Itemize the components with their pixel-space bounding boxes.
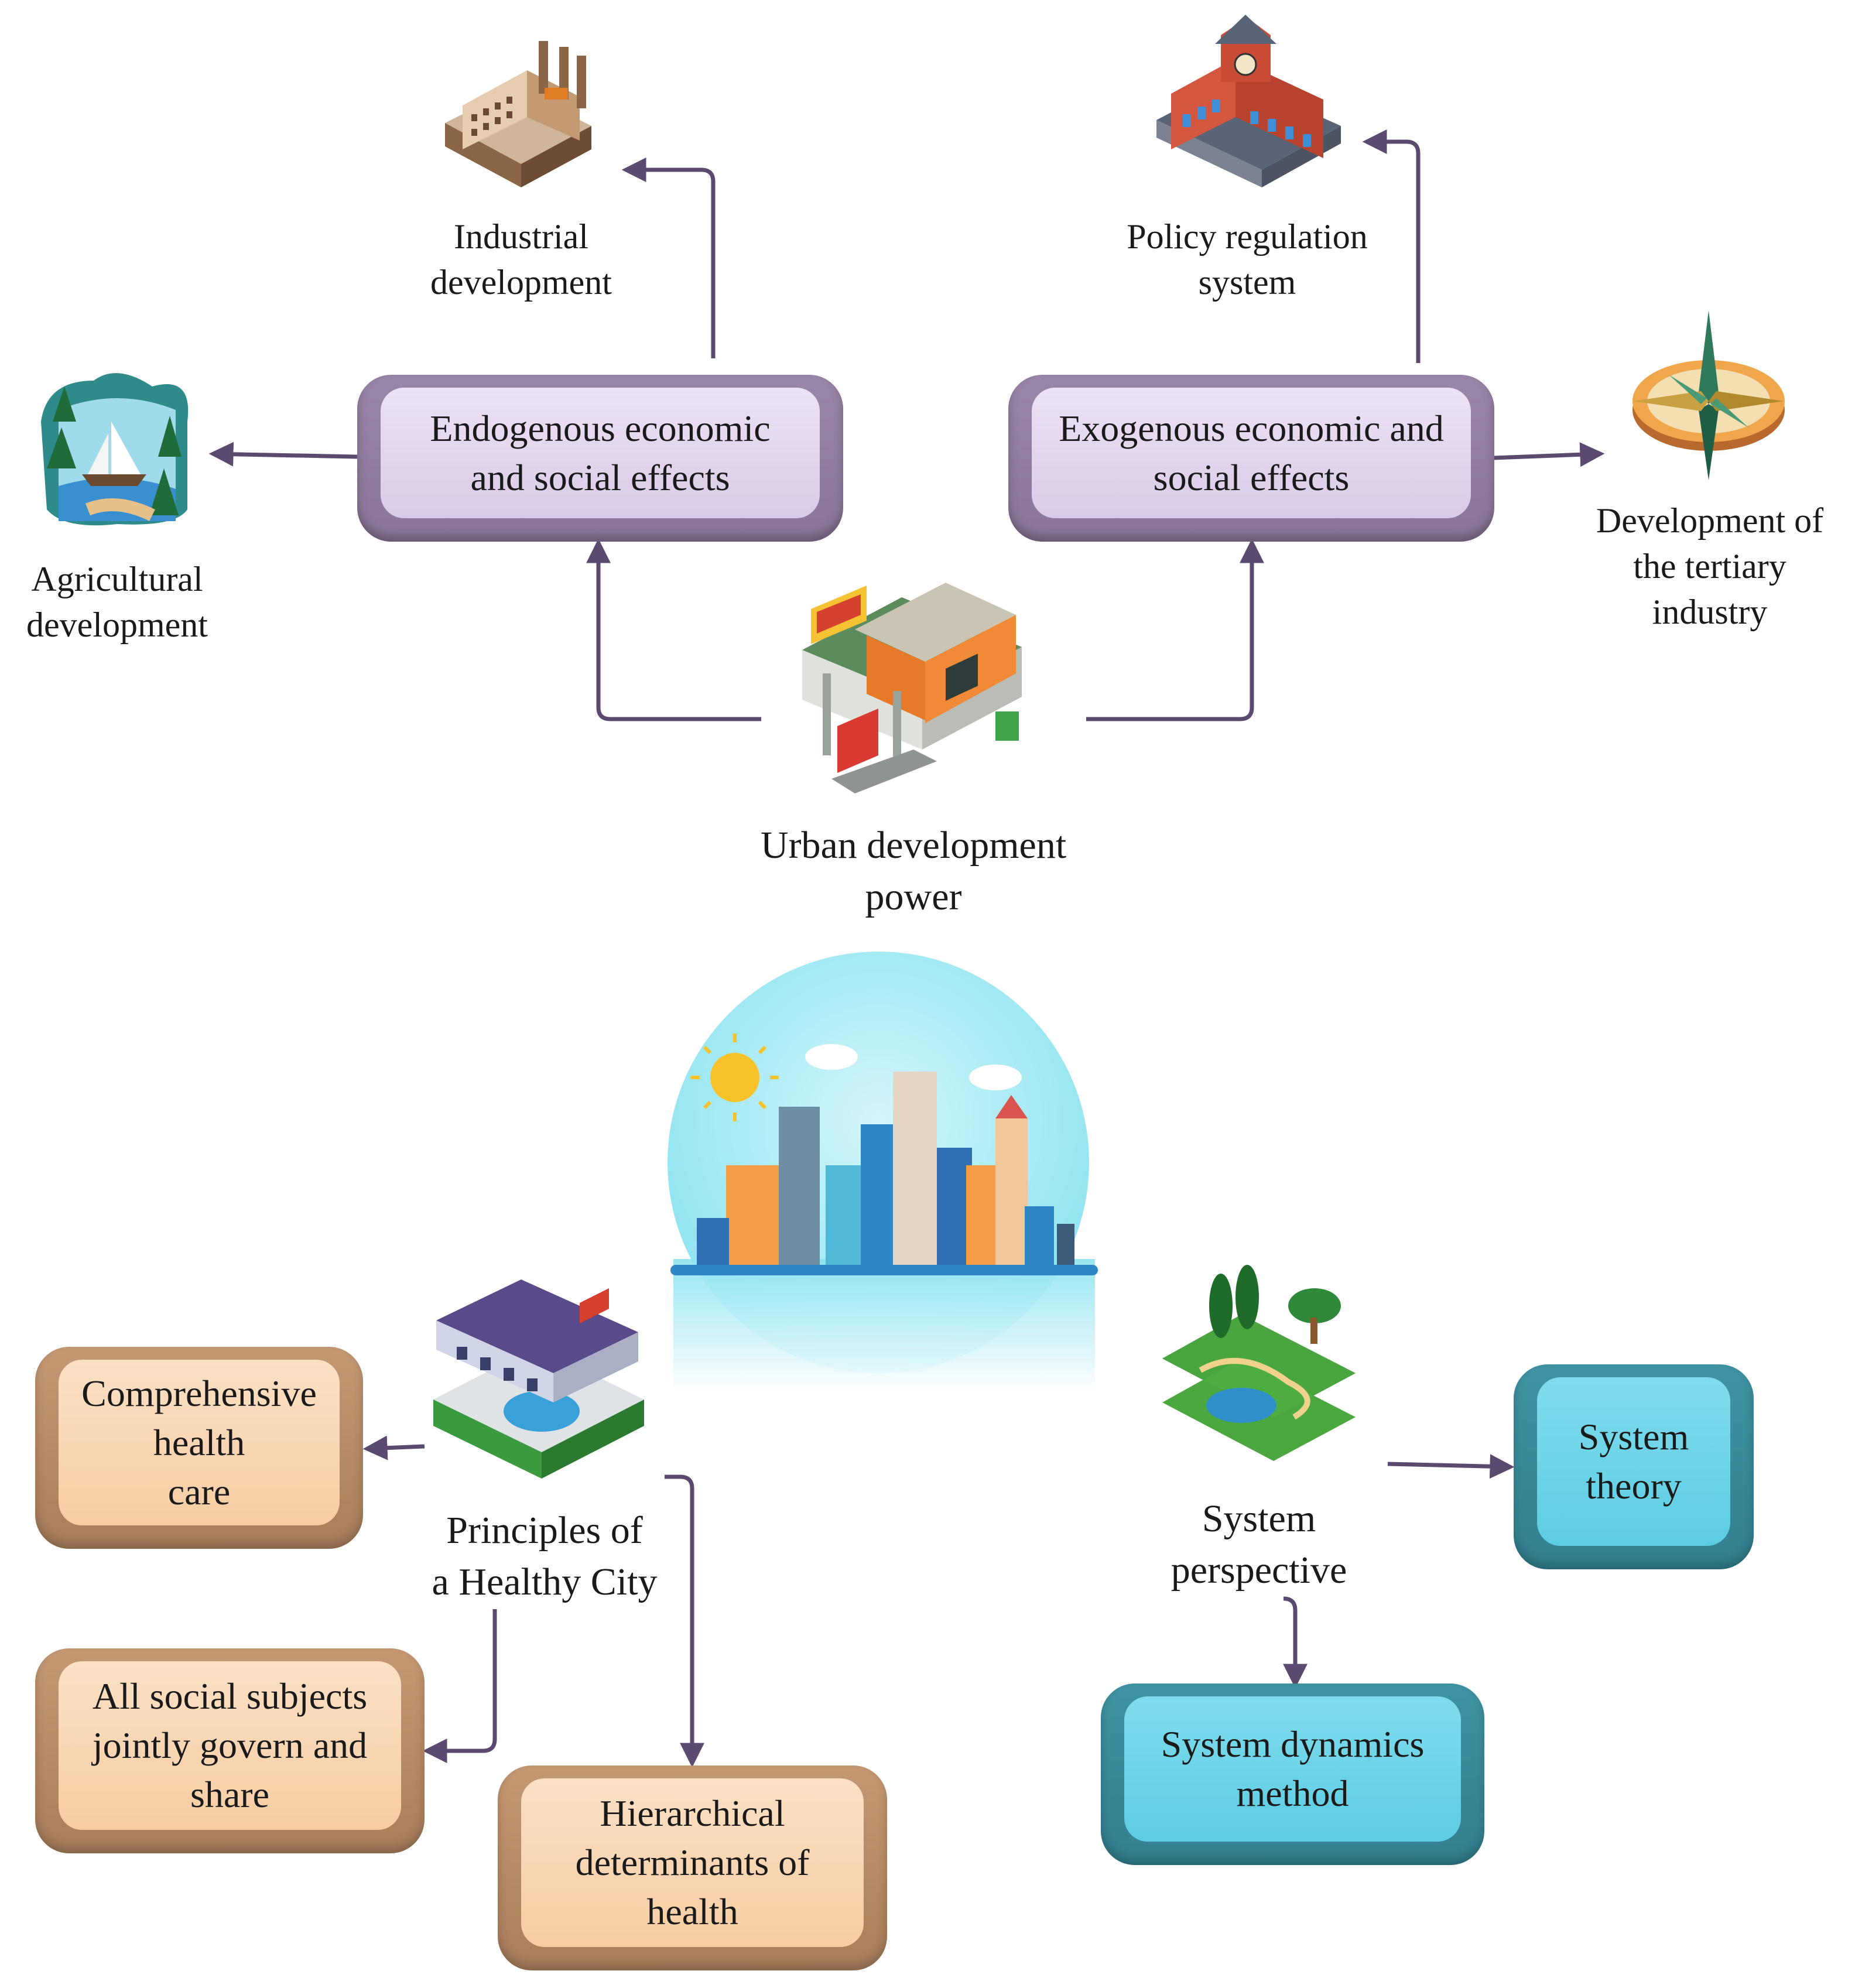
tertiary-industry-label: Development of the tertiary industry <box>1596 501 1824 631</box>
industrial-development-label: Industrial development <box>430 217 612 302</box>
exogenous-effects-box: Exogenous economic and social effects <box>1008 375 1494 542</box>
system-dynamics-text: System dynamics method <box>1124 1696 1461 1842</box>
exogenous-effects-text: Exogenous economic and social effects <box>1032 388 1471 518</box>
policy-regulation-label: Policy regulation system <box>1127 217 1368 302</box>
park-map-icon <box>1162 1265 1356 1461</box>
compass-icon <box>1632 310 1785 480</box>
city-skyline-icon <box>668 952 1098 1394</box>
arrow-healthy-to-comprehensive <box>362 1435 425 1460</box>
hierarchical-determinants-box: Hierarchical determinants of health <box>498 1765 887 1970</box>
arrow-endogenous-to-industrial <box>621 158 716 358</box>
factory-icon <box>445 41 591 187</box>
arrow-endogenous-to-agricultural <box>208 442 358 467</box>
arrow-exogenous-to-tertiary <box>1493 442 1605 467</box>
healthy-city-label: Principles of a Healthy City <box>432 1509 658 1603</box>
system-theory-box: System theory <box>1514 1364 1754 1569</box>
comprehensive-health-care-box: Comprehensive health care <box>35 1347 363 1549</box>
social-subjects-box: All social subjects jointly govern and s… <box>35 1648 425 1853</box>
arrow-perspective-to-theory <box>1387 1454 1515 1479</box>
system-perspective-label: System perspective <box>1171 1497 1347 1592</box>
connectors <box>208 129 1605 1768</box>
agricultural-development-label: Agricultural development <box>26 560 208 644</box>
arrow-perspective-to-dynamics <box>1283 1596 1308 1689</box>
arrow-exogenous-to-policy <box>1362 129 1421 363</box>
town-hall-icon <box>1156 15 1341 187</box>
comprehensive-health-care-text: Comprehensive health care <box>59 1360 340 1525</box>
system-dynamics-box: System dynamics method <box>1101 1684 1484 1865</box>
lake-landscape-icon <box>41 373 189 526</box>
system-theory-text: System theory <box>1537 1377 1730 1546</box>
endogenous-effects-text: Endogenous economic and social effects <box>381 388 820 518</box>
arrow-urban-to-endogenous <box>586 538 761 721</box>
hierarchical-determinants-text: Hierarchical determinants of health <box>521 1778 864 1947</box>
pool-building-icon <box>433 1279 644 1479</box>
arrow-healthy-to-hierarchical <box>665 1474 704 1768</box>
social-subjects-text: All social subjects jointly govern and s… <box>59 1661 401 1830</box>
endogenous-effects-box: Endogenous economic and social effects <box>357 375 843 542</box>
arrow-healthy-to-subjects <box>422 1609 497 1763</box>
urban-development-power-label: Urban development power <box>760 824 1067 918</box>
arrow-urban-to-exogenous <box>1086 538 1264 721</box>
gas-station-icon <box>802 583 1022 793</box>
